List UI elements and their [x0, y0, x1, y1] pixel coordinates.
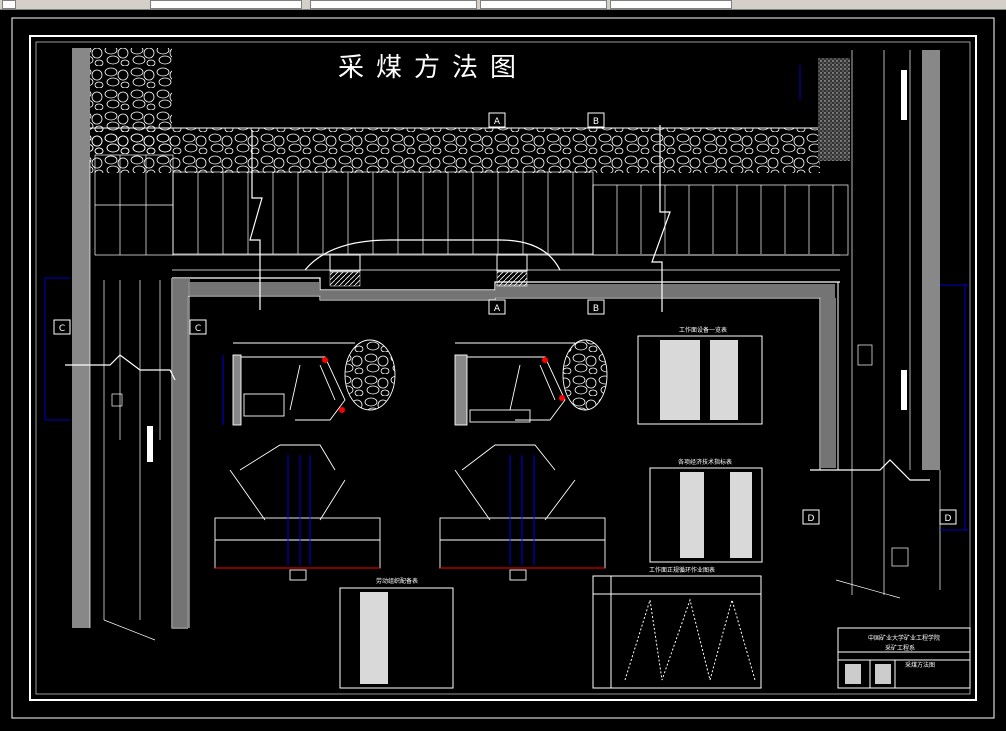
section-label-c-left: C: [53, 319, 71, 335]
section-label-d-left: D: [802, 509, 820, 525]
svg-text:C: C: [195, 324, 201, 334]
section-label-b-top: B: [587, 112, 605, 128]
section-label-b-bottom: B: [587, 299, 605, 315]
svg-text:各项经济技术指标表: 各项经济技术指标表: [678, 458, 732, 466]
left-roadway-fill: [172, 278, 190, 628]
left-dimensions: [44, 277, 70, 421]
support-section-1: [222, 339, 396, 426]
right-shaft-wall: [922, 50, 940, 470]
right-dimensions: [799, 65, 968, 531]
svg-text:采矿工程系: 采矿工程系: [885, 644, 915, 652]
toolbar-button[interactable]: [2, 0, 16, 9]
toolbar-layer-dropdown[interactable]: [150, 0, 302, 9]
svg-text:A: A: [494, 304, 501, 314]
section-label-d-right: D: [939, 509, 957, 525]
svg-text:D: D: [808, 514, 815, 524]
toolbar-plotstyle-dropdown[interactable]: [610, 0, 732, 9]
tech-econ-table: 各项经济技术指标表: [649, 458, 763, 563]
section-label-a-top: A: [488, 112, 506, 128]
svg-text:B: B: [593, 304, 599, 314]
toolbar-lineweight-dropdown[interactable]: [480, 0, 607, 9]
title-block: 中国矿业大学矿业工程学院 采矿工程系 采煤方法图: [837, 627, 971, 689]
left-shaft-wall: [72, 48, 90, 628]
drawing-canvas[interactable]: 采煤方法图 A B: [0, 10, 1006, 727]
svg-text:工作面设备一览表: 工作面设备一览表: [679, 326, 727, 334]
svg-text:劳动组织配备表: 劳动组织配备表: [376, 577, 418, 585]
section-cut-lines: [65, 125, 930, 481]
longwall-support-grid: [94, 154, 849, 256]
left-marker-bar: [147, 426, 153, 462]
gate-section-1: [214, 444, 381, 581]
left-shaft-details: [89, 160, 161, 641]
right-shaft-fill: [818, 58, 850, 161]
labor-table: 劳动组织配备表: [339, 577, 454, 689]
svg-text:C: C: [59, 324, 65, 334]
inner-frame: [29, 35, 977, 701]
right-roadway-fill: [820, 298, 836, 468]
svg-text:A: A: [494, 117, 501, 127]
gate-section-2: [439, 444, 606, 581]
section-label-a-bottom: A: [488, 299, 506, 315]
svg-text:工作面正规循环作业图表: 工作面正规循环作业图表: [649, 566, 715, 574]
svg-text:采煤方法图: 采煤方法图: [905, 661, 935, 669]
section-label-c-right: C: [189, 319, 207, 335]
right-marker-bar-2: [901, 370, 907, 410]
equipment-table: 工作面设备一览表: [637, 326, 763, 425]
drawing-title: 采煤方法图: [338, 53, 528, 83]
toolbar-linetype-dropdown[interactable]: [310, 0, 477, 9]
cad-toolbar: [0, 0, 1006, 10]
support-section-2: [454, 339, 608, 426]
cycle-chart-table: 工作面正规循环作业图表: [592, 566, 762, 689]
svg-text:中国矿业大学矿业工程学院: 中国矿业大学矿业工程学院: [868, 634, 940, 642]
outer-frame: [11, 17, 995, 719]
svg-text:D: D: [945, 514, 952, 524]
right-marker-bar-1: [901, 70, 907, 120]
svg-text:B: B: [593, 117, 599, 127]
inner-frame-2: [35, 41, 971, 695]
roof-rock-strip: [90, 128, 820, 173]
